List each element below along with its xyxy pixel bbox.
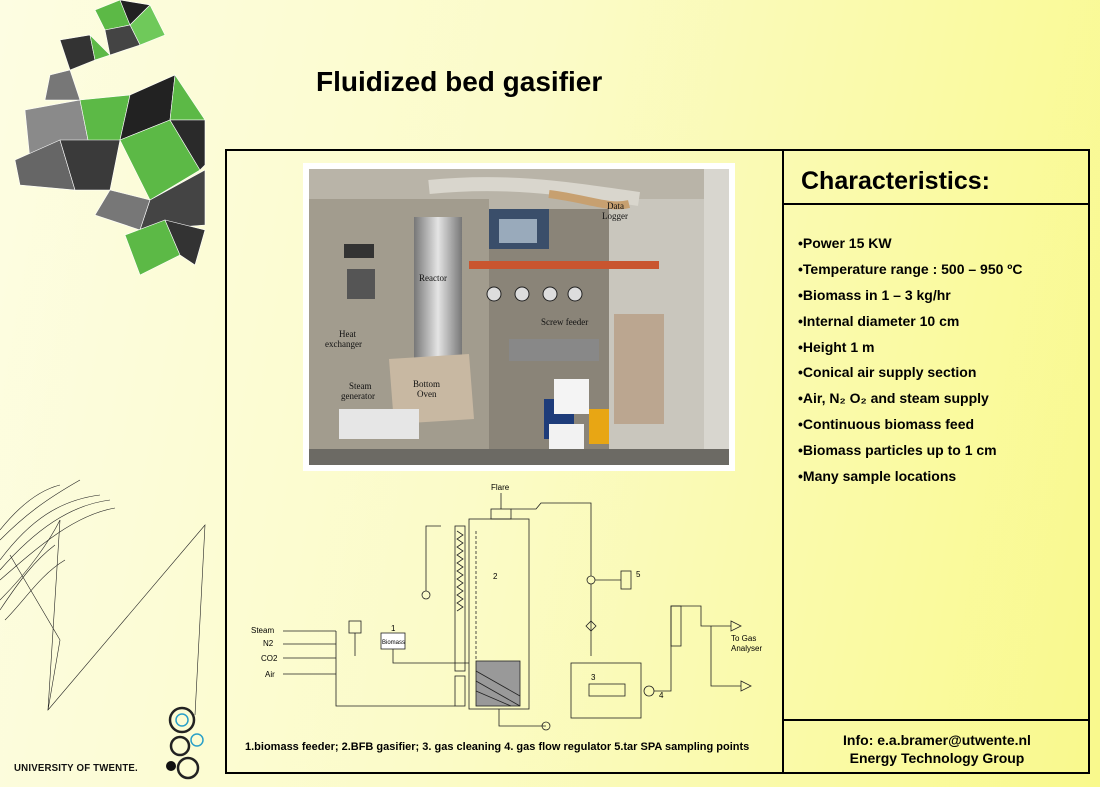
characteristic-item: •Many sample locations — [798, 468, 957, 485]
schematic-label-4: 4 — [659, 691, 664, 700]
photo-label-steam-generator-2: generator — [341, 391, 375, 401]
photo-label-data-logger-2: Logger — [602, 211, 628, 221]
photo-label-steam-generator-1: Steam — [349, 381, 372, 391]
schematic-label-air: Air — [265, 670, 275, 679]
characteristic-item: •Height 1 m — [798, 338, 875, 355]
university-logo-text: UNIVERSITY OF TWENTE. — [14, 762, 138, 774]
vertical-divider — [782, 151, 784, 772]
schematic-label-biomass: Biomass — [382, 640, 405, 646]
photo-label-heat-exchanger-1: Heat — [339, 329, 356, 339]
lab-photo: Data Logger Reactor Screw feeder Heat ex… — [303, 163, 735, 471]
lab-photo-illustration: Data Logger Reactor Screw feeder Heat ex… — [309, 169, 729, 465]
figure-caption: 1.biomass feeder; 2.BFB gasifier; 3. gas… — [245, 741, 750, 753]
schematic-label-2: 2 — [493, 572, 498, 581]
characteristic-item: •Air, N₂ O₂ and steam supply — [798, 390, 989, 407]
schematic-label-5: 5 — [636, 570, 641, 579]
characteristics-heading: Characteristics: — [801, 167, 990, 195]
contact-email: Info: e.a.bramer@utwente.nl — [843, 732, 1031, 748]
photo-label-reactor: Reactor — [419, 273, 447, 283]
page-title: Fluidized bed gasifier — [316, 66, 603, 97]
contact-info: Info: e.a.bramer@utwente.nl Energy Techn… — [784, 731, 1090, 767]
heading-divider — [782, 203, 1090, 205]
characteristic-item: •Biomass in 1 – 3 kg/hr — [798, 286, 951, 303]
process-schematic: Flare 5 3 4 To Gas Analyser Steam — [251, 483, 762, 731]
info-divider — [782, 719, 1090, 721]
schematic-label-n2: N2 — [263, 639, 274, 648]
schematic-label-1: 1 — [391, 624, 396, 633]
photo-label-bottom-oven-1: Bottom — [413, 379, 440, 389]
characteristic-item: •Power 15 KW — [798, 235, 892, 251]
decorative-polyhedra — [0, 0, 206, 780]
characteristic-item: •Internal diameter 10 cm — [798, 312, 960, 329]
schematic-label-steam: Steam — [251, 626, 274, 635]
twente-logo-icon — [166, 706, 204, 780]
photo-label-screw-feeder: Screw feeder — [541, 317, 588, 327]
schematic-label-to-gas-2: Analyser — [731, 644, 762, 653]
schematic-label-3: 3 — [591, 673, 596, 682]
characteristic-item: •Conical air supply section — [798, 364, 977, 381]
polyhedron-cluster-top — [14, 0, 206, 276]
photo-label-heat-exchanger-2: exchanger — [325, 339, 362, 349]
characteristic-item: •Temperature range : 500 – 950 ºC — [798, 260, 1023, 277]
line-art-decoration — [0, 479, 206, 716]
schematic-label-to-gas-1: To Gas — [731, 634, 756, 643]
photo-label-bottom-oven-2: Oven — [417, 389, 437, 399]
schematic-label-flare: Flare — [491, 483, 510, 492]
content-frame: Data Logger Reactor Screw feeder Heat ex… — [225, 149, 1090, 774]
contact-group: Energy Technology Group — [849, 750, 1025, 766]
photo-label-data-logger-1: Data — [607, 201, 624, 211]
characteristic-item: •Biomass particles up to 1 cm — [798, 442, 997, 459]
schematic-label-co2: CO2 — [261, 654, 278, 663]
characteristics-list: •Power 15 KW •Temperature range : 500 – … — [798, 231, 1023, 490]
characteristic-item: •Continuous biomass feed — [798, 416, 975, 433]
